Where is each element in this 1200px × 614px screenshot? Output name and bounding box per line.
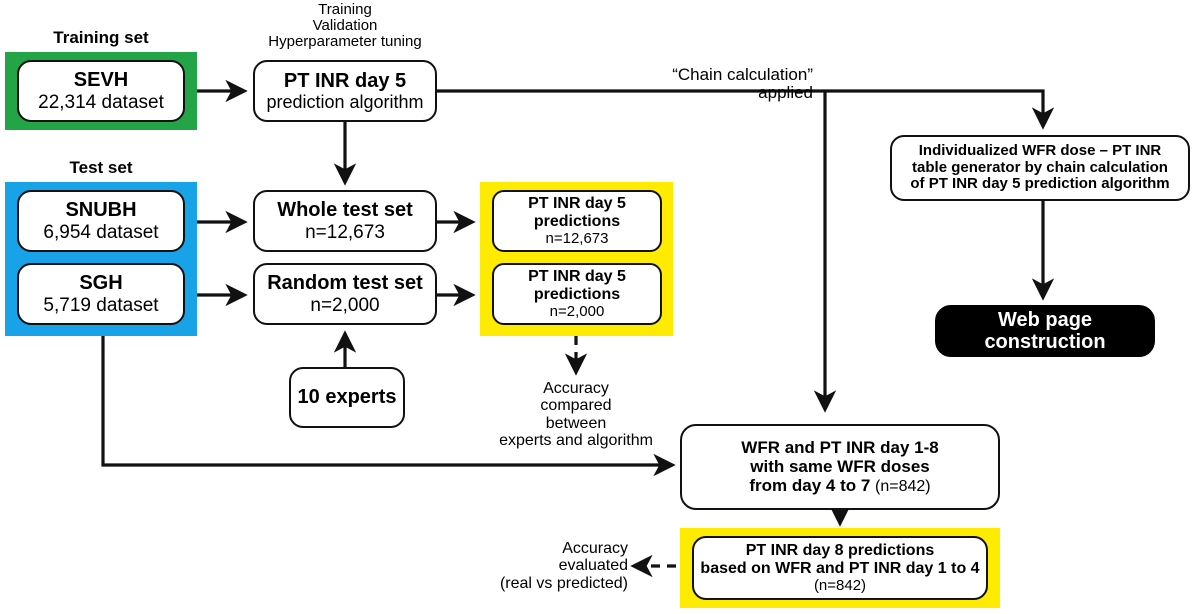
annotation-accuracy-evaluated: Accuracy evaluated (real vs predicted) (499, 540, 628, 592)
node-wfr-cohort-line2: with same WFR doses (750, 457, 930, 477)
node-day8-count: (n=842) (813, 576, 867, 594)
node-table-generator-line1: Individualized WFR dose – PT INR (918, 141, 1162, 159)
test-set-label: Test set (69, 158, 133, 177)
node-wfr-cohort-line3: from day 4 to 7 (n=842) (749, 476, 930, 496)
node-random-test-set-title: Random test set (267, 272, 423, 295)
node-random-test-set[interactable]: Random test set n=2,000 (253, 263, 437, 325)
node-predictions-whole-line2: predictions (533, 212, 621, 230)
node-prediction-algorithm[interactable]: PT INR day 5 prediction algorithm (253, 60, 437, 122)
node-snubh-title: SNUBH (65, 199, 137, 222)
annotation-chain-calculation: “Chain calculation” applied (672, 65, 813, 103)
annotation-training-validation-tuning: Training Validation Hyperparameter tunin… (268, 1, 422, 51)
node-wfr-cohort[interactable]: WFR and PT INR day 1-8 with same WFR dos… (680, 424, 1000, 510)
node-snubh[interactable]: SNUBH 6,954 dataset (17, 190, 185, 252)
node-web-page-line2: construction (984, 331, 1106, 353)
node-random-test-set-count: n=2,000 (310, 294, 380, 316)
node-whole-test-set-count: n=12,673 (305, 221, 385, 243)
node-wfr-cohort-line1: WFR and PT INR day 1-8 (741, 438, 939, 458)
node-predictions-random-line2: predictions (533, 285, 621, 303)
node-sevh-title: SEVH (73, 69, 129, 92)
node-predictions-whole[interactable]: PT INR day 5 predictions n=12,673 (492, 190, 662, 252)
node-predictions-whole-count: n=12,673 (545, 229, 609, 247)
node-table-generator[interactable]: Individualized WFR dose – PT INR table g… (890, 135, 1190, 201)
node-experts-label: 10 experts (297, 386, 397, 409)
node-table-generator-line3: of PT INR day 5 prediction algorithm (910, 175, 1170, 193)
node-web-page-construction[interactable]: Web page construction (935, 305, 1155, 357)
annotation-accuracy-compared: Accuracy compared between experts and al… (499, 380, 653, 449)
node-algorithm-title: PT INR day 5 (283, 69, 407, 92)
node-day8-line2: based on WFR and PT INR day 1 to 4 (700, 559, 980, 577)
node-sevh-count: 22,314 dataset (38, 91, 164, 113)
training-set-label: Training set (53, 28, 149, 47)
node-web-page-line1: Web page (997, 308, 1093, 331)
node-sgh[interactable]: SGH 5,719 dataset (17, 263, 185, 325)
node-whole-test-set[interactable]: Whole test set n=12,673 (253, 190, 437, 252)
node-table-generator-line2: table generator by chain calculation (912, 158, 1168, 176)
node-experts[interactable]: 10 experts (289, 367, 405, 428)
node-whole-test-set-title: Whole test set (277, 199, 413, 222)
node-predictions-random[interactable]: PT INR day 5 predictions n=2,000 (492, 263, 662, 325)
node-predictions-whole-line1: PT INR day 5 (528, 194, 626, 212)
node-snubh-count: 6,954 dataset (43, 221, 159, 243)
node-wfr-cohort-line3-count: (n=842) (875, 478, 931, 496)
node-sevh[interactable]: SEVH 22,314 dataset (17, 60, 185, 122)
node-day8-predictions[interactable]: PT INR day 8 predictions based on WFR an… (692, 536, 988, 600)
node-algorithm-subtitle: prediction algorithm (266, 92, 424, 113)
node-predictions-random-line1: PT INR day 5 (528, 267, 626, 285)
node-predictions-random-count: n=2,000 (549, 302, 605, 320)
node-day8-line1: PT INR day 8 predictions (745, 541, 935, 559)
node-sgh-title: SGH (79, 272, 123, 295)
node-sgh-count: 5,719 dataset (43, 294, 159, 316)
node-wfr-cohort-line3-text: from day 4 to 7 (749, 476, 876, 496)
